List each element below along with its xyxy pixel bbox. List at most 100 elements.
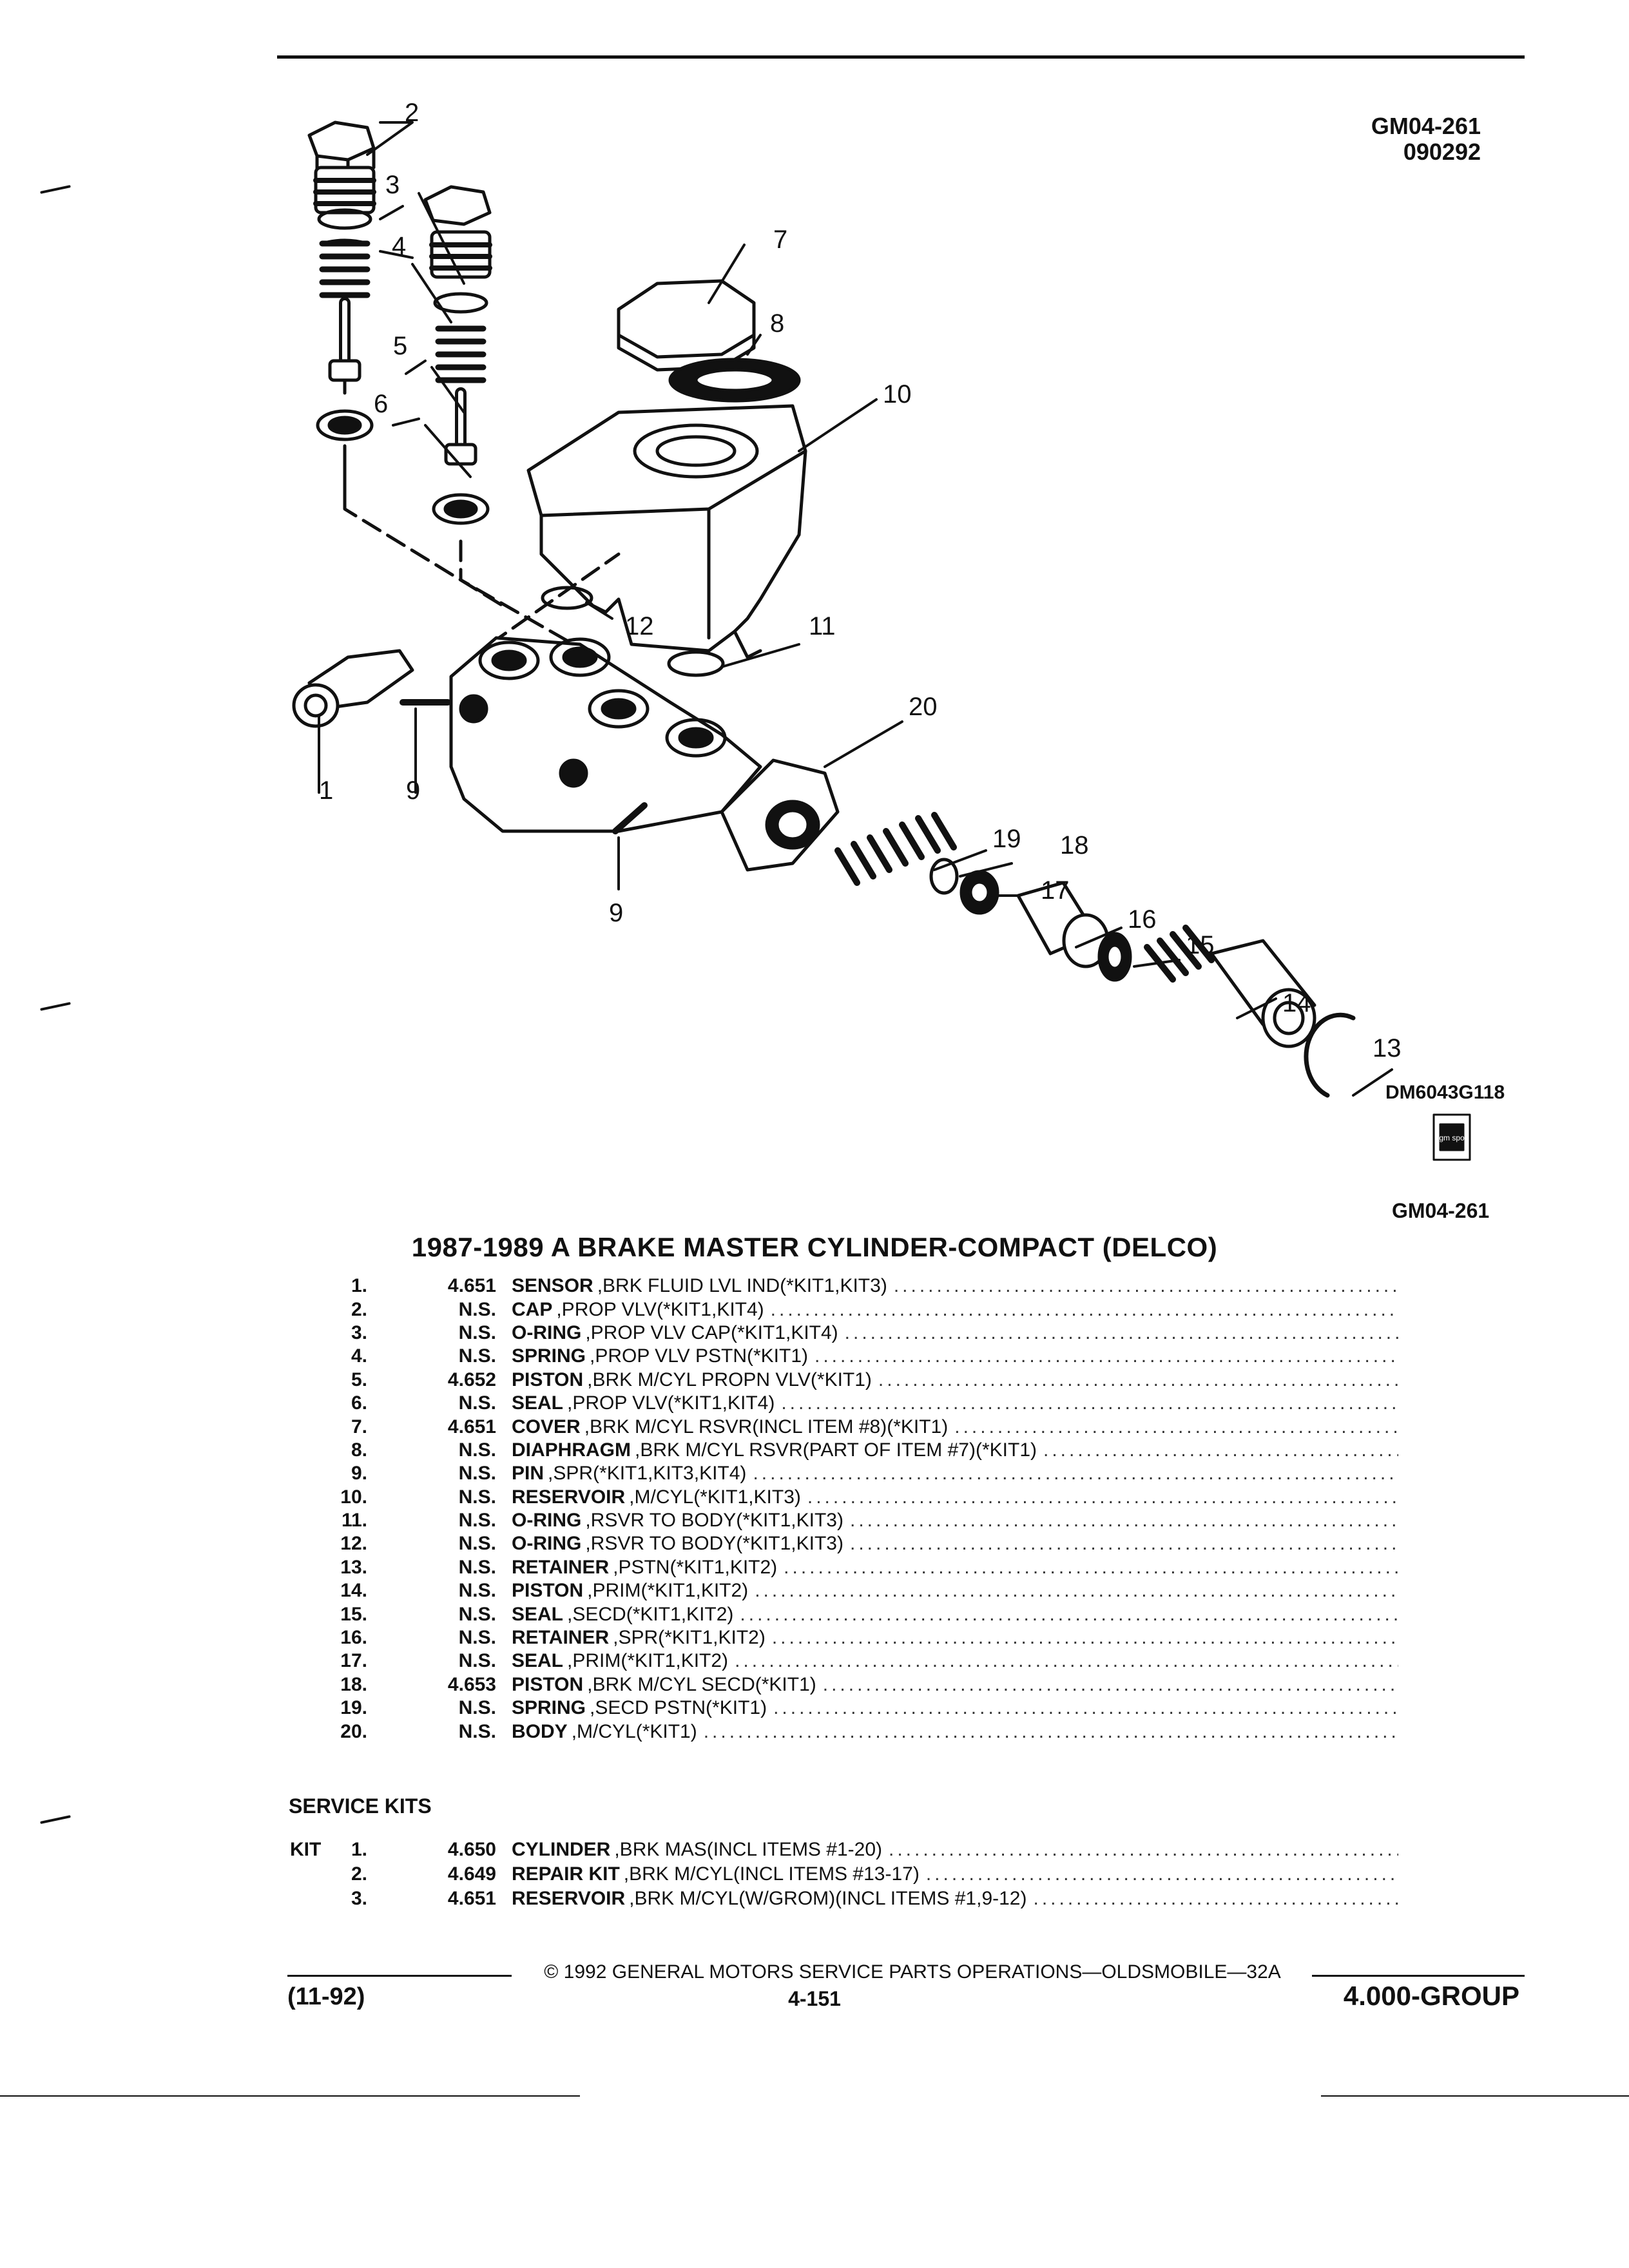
item-number: 3. — [351, 1888, 367, 1909]
part-code: N.S. — [458, 1345, 496, 1367]
part-code: N.S. — [458, 1627, 496, 1649]
item-number: 3. — [351, 1321, 367, 1343]
part-code: 4.653 — [447, 1673, 496, 1695]
item-number: 2. — [351, 1863, 367, 1885]
callout-13: 13 — [1373, 1034, 1402, 1062]
part-code: N.S. — [458, 1439, 496, 1461]
footer-rule-left — [287, 1975, 512, 1977]
part-code: 4.649 — [447, 1863, 496, 1885]
part-description: ,PROP VLV PSTN(*KIT1) — [590, 1345, 809, 1367]
callout-2: 2 — [405, 99, 419, 127]
callout-7: 7 — [773, 226, 787, 254]
callout-5: 5 — [393, 332, 407, 360]
part-description: ,SECD PSTN(*KIT1) — [590, 1697, 767, 1719]
leader-dots — [755, 1580, 1398, 1602]
callout-4: 4 — [392, 232, 406, 260]
bottom-edge-right — [1321, 2095, 1629, 2097]
part-name: RESERVOIR — [512, 1888, 626, 1909]
part-description: ,SPR(*KIT1,KIT2) — [613, 1627, 766, 1649]
item-number: 8. — [351, 1439, 367, 1461]
master-cylinder-body — [449, 636, 840, 872]
part-name: DIAPHRAGM — [512, 1439, 631, 1461]
part-name: SEAL — [512, 1650, 564, 1672]
item-number: 16. — [340, 1627, 367, 1649]
o-ring-12 — [541, 586, 593, 610]
item-number: 7. — [351, 1416, 367, 1437]
leader-dots — [784, 1557, 1398, 1579]
callout-18: 18 — [1060, 831, 1089, 860]
leader-dots — [753, 1463, 1398, 1485]
leader-dots — [850, 1510, 1398, 1532]
part-description: ,BRK FLUID LVL IND(*KIT1,KIT3) — [597, 1275, 887, 1297]
item-number: 15. — [340, 1603, 367, 1625]
item-number: 13. — [340, 1556, 367, 1578]
callout-1: 1 — [319, 776, 333, 805]
part-description: ,M/CYL(*KIT1,KIT3) — [629, 1486, 801, 1508]
leader-dots — [807, 1486, 1398, 1508]
callout-3: 3 — [385, 171, 400, 199]
item-number: 11. — [341, 1510, 367, 1532]
leader-dots — [704, 1721, 1398, 1743]
spring-pin — [612, 802, 648, 834]
part-description: ,PROP VLV(*KIT1,KIT4) — [567, 1392, 775, 1414]
leader-dots — [771, 1299, 1398, 1321]
part-code: 4.651 — [447, 1275, 496, 1297]
list-item: 8.N.S.DIAPHRAGM,BRK M/CYL RSVR(PART OF I… — [290, 1439, 1398, 1462]
part-description: ,BRK M/CYL(W/GROM)(INCL ITEMS #1,9-12) — [629, 1888, 1027, 1909]
callout-17: 17 — [1041, 876, 1070, 905]
diagram-footer-code: GM04-261 — [1392, 1199, 1489, 1222]
service-kits-heading: SERVICE KITS — [289, 1794, 432, 1818]
part-description: ,M/CYL(*KIT1) — [571, 1720, 697, 1742]
list-item: 4. N.S. SPRING,PROP VLV PSTN(*KIT1) — [290, 1345, 1398, 1368]
part-description: ,RSVR TO BODY(*KIT1,KIT3) — [585, 1510, 843, 1532]
leader-dots — [781, 1392, 1398, 1414]
part-description: ,SECD(*KIT1,KIT2) — [567, 1603, 734, 1625]
footer-rule-right — [1312, 1975, 1525, 1977]
scan-mark — [40, 185, 71, 194]
item-number: 1. — [351, 1839, 367, 1860]
part-description: ,PSTN(*KIT1,KIT2) — [613, 1556, 778, 1578]
item-number: 18. — [340, 1673, 367, 1695]
page-number: 4-151 — [788, 1987, 841, 2010]
leader-dots — [878, 1369, 1398, 1391]
leader-dots — [772, 1627, 1398, 1649]
bottom-edge-left — [0, 2095, 580, 2097]
item-number: 20. — [340, 1720, 367, 1742]
part-code: N.S. — [458, 1650, 496, 1672]
part-name: SPRING — [512, 1345, 586, 1367]
leader-dots — [735, 1650, 1398, 1672]
list-item: 16.N.S.RETAINER,SPR(*KIT1,KIT2) — [290, 1626, 1398, 1649]
page-title: 1987-1989 A BRAKE MASTER CYLINDER-COMPAC… — [411, 1232, 1218, 1262]
leader-dots — [1033, 1888, 1398, 1910]
part-description: ,BRK MAS(INCL ITEMS #1-20) — [614, 1839, 882, 1860]
header-date-code: 090292 — [1403, 139, 1481, 165]
leader-dots — [889, 1839, 1398, 1861]
part-name: CAP — [512, 1298, 553, 1320]
part-name: COVER — [512, 1416, 581, 1437]
kit-label: KIT — [290, 1839, 322, 1860]
prop-valve-stack-left — [307, 120, 376, 505]
part-description: ,SPR(*KIT1,KIT3,KIT4) — [548, 1463, 747, 1485]
list-item: 9.N.S.PIN,SPR(*KIT1,KIT3,KIT4) — [290, 1462, 1398, 1485]
primary-piston — [1144, 925, 1316, 1048]
item-number: 6. — [351, 1392, 367, 1414]
leader-dots — [845, 1322, 1398, 1344]
part-code: N.S. — [458, 1603, 496, 1625]
leader-dots — [773, 1697, 1398, 1719]
item-number: 4. — [351, 1345, 367, 1367]
part-code: N.S. — [458, 1463, 496, 1485]
item-number: 5. — [351, 1369, 367, 1390]
part-description: ,RSVR TO BODY(*KIT1,KIT3) — [585, 1533, 843, 1555]
revision-date: (11-92) — [287, 1983, 365, 2010]
item-number: 2. — [351, 1298, 367, 1320]
list-item: 14.N.S.PISTON,PRIM(*KIT1,KIT2) — [290, 1579, 1398, 1602]
callout-15: 15 — [1186, 931, 1215, 959]
drawing-code: DM6043G118 — [1385, 1082, 1505, 1103]
callout-19: 19 — [992, 825, 1021, 853]
part-name: RESERVOIR — [512, 1486, 626, 1508]
